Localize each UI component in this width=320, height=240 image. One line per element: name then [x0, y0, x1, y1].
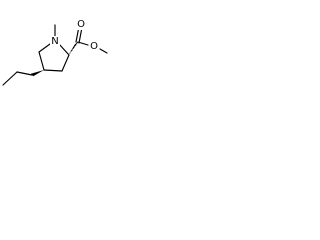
ring-nitrogen-label: N — [51, 36, 58, 47]
propyl-bond-2 — [16, 71, 33, 76]
carbonyl-oxygen-label: O — [77, 19, 85, 30]
o-methyl-bond — [99, 48, 108, 54]
ring-bond-c2-c3 — [61, 54, 70, 72]
ester-oxygen-label: O — [90, 41, 98, 52]
stereo-bold-wedge-bond — [30, 70, 44, 77]
ester-single-bond — [77, 41, 89, 46]
propyl-bond-3 — [2, 71, 18, 86]
ring-bond-c3-c4 — [43, 69, 63, 72]
carbonyl-double-bond-2 — [78, 29, 83, 44]
stereo-hashed-wedge-bond — [69, 41, 79, 54]
carbonyl-double-bond-1 — [75, 28, 80, 43]
molecule-structure-diagram: N O O — [2, 19, 108, 86]
ring-bond-c5-n — [38, 43, 51, 53]
ring-bond-c4-c5 — [38, 51, 45, 71]
ring-bond-n-c2 — [58, 43, 70, 56]
